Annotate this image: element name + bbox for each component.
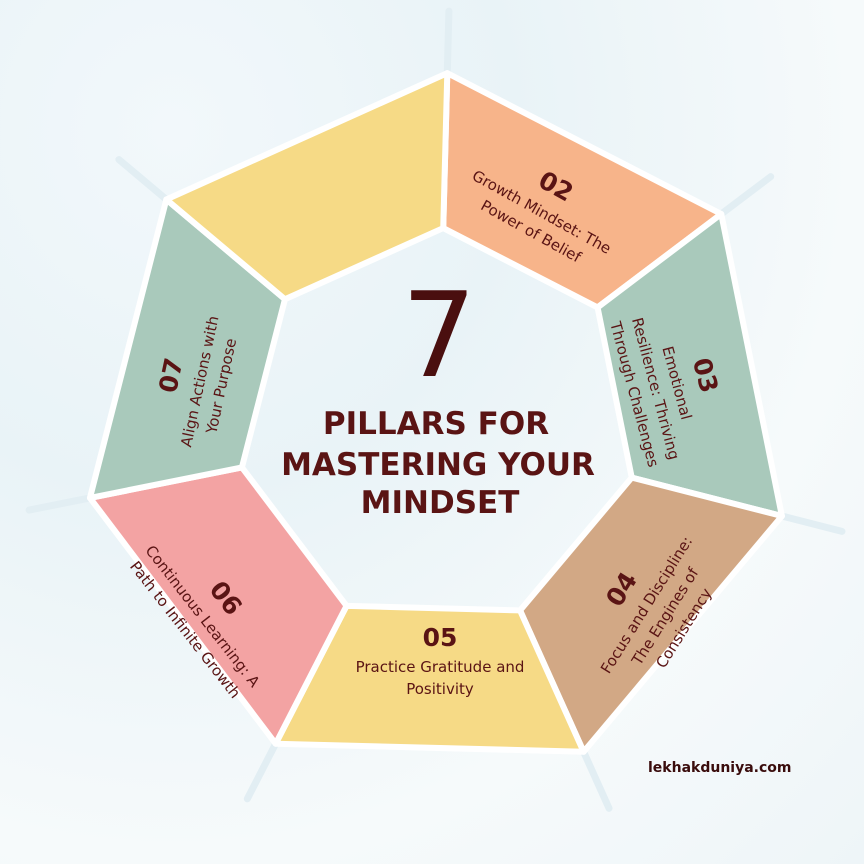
pillar-title-line: Practice Gratitude and — [356, 658, 525, 676]
pillar-segments: 01Self-Awareness: TheFoundation of Chang… — [86, 70, 785, 755]
center-title-line-2: MASTERING YOUR — [281, 447, 595, 483]
center-title: 7 PILLARS FOR MASTERING YOUR MINDSET — [281, 266, 595, 521]
center-title-line-1: PILLARS FOR — [323, 406, 549, 442]
pillar-number: 07 — [153, 355, 189, 395]
pillar-number: 05 — [423, 623, 458, 652]
center-title-line-3: MINDSET — [361, 485, 520, 521]
pillar-title-line: Positivity — [406, 680, 474, 698]
center-number: 7 — [401, 266, 476, 404]
pillar-segment-shape — [163, 70, 451, 303]
website-credit: lekhakduniya.com — [648, 760, 792, 776]
